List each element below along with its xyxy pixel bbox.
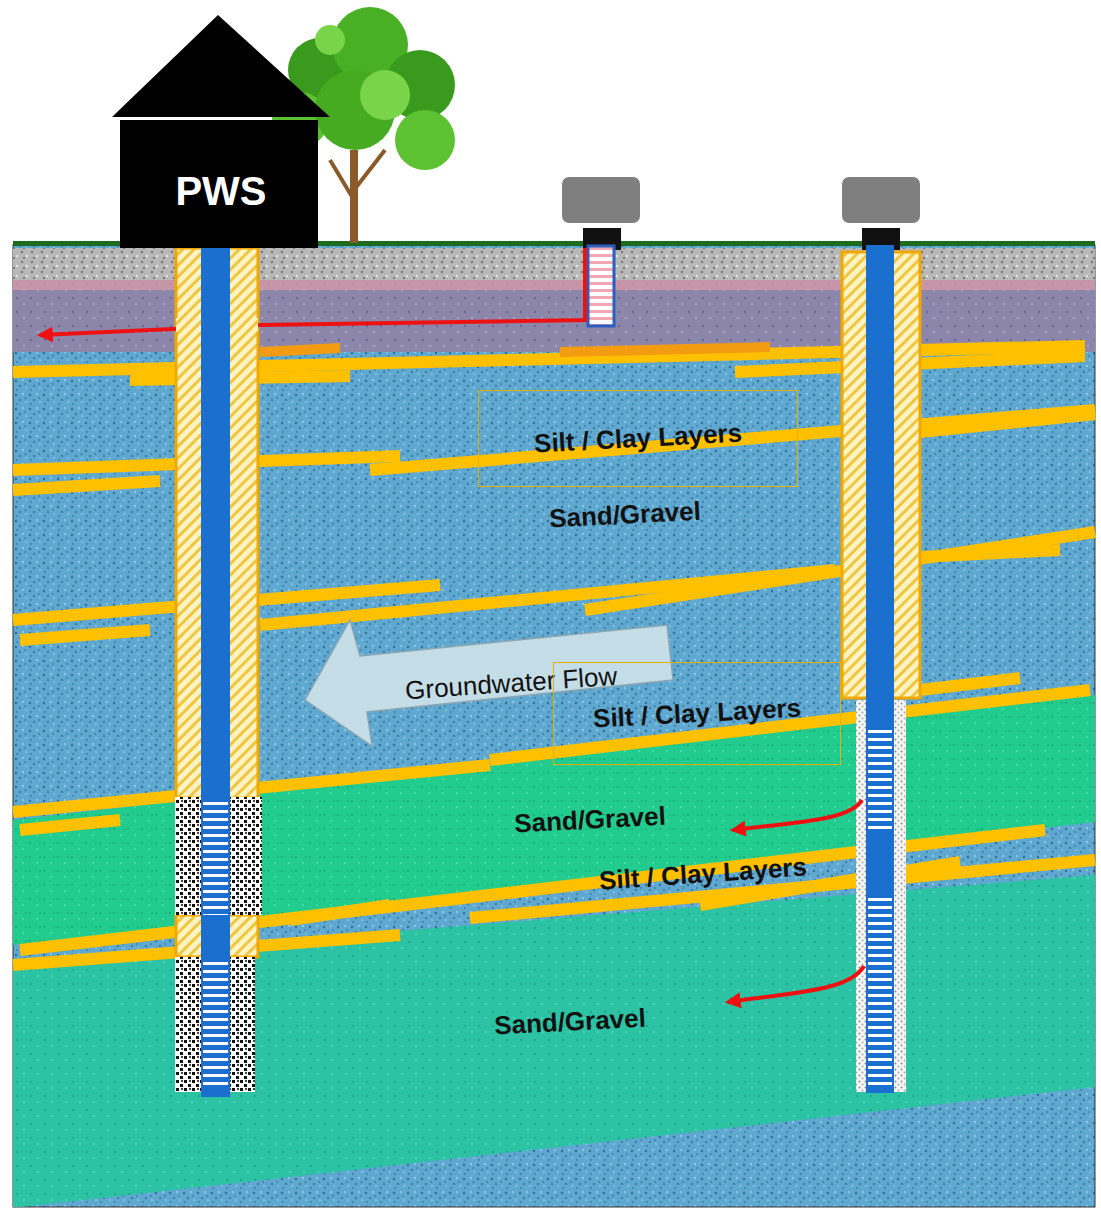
layer-callout-box: Silt / Clay Layers bbox=[553, 662, 841, 765]
shallow-monitoring-well bbox=[562, 177, 640, 326]
node-text: Silt / Clay Layers bbox=[533, 418, 742, 460]
house-shape bbox=[112, 15, 330, 248]
node-text: Silt / Clay Layers bbox=[592, 693, 801, 735]
layer-callout-box: Silt / Clay Layers bbox=[478, 390, 798, 487]
building-box: PWS bbox=[112, 15, 330, 248]
node-text: PWS bbox=[175, 169, 266, 214]
multi-screen-well bbox=[842, 177, 920, 1093]
contaminant-path bbox=[40, 248, 864, 1002]
supply-well bbox=[175, 245, 262, 1097]
